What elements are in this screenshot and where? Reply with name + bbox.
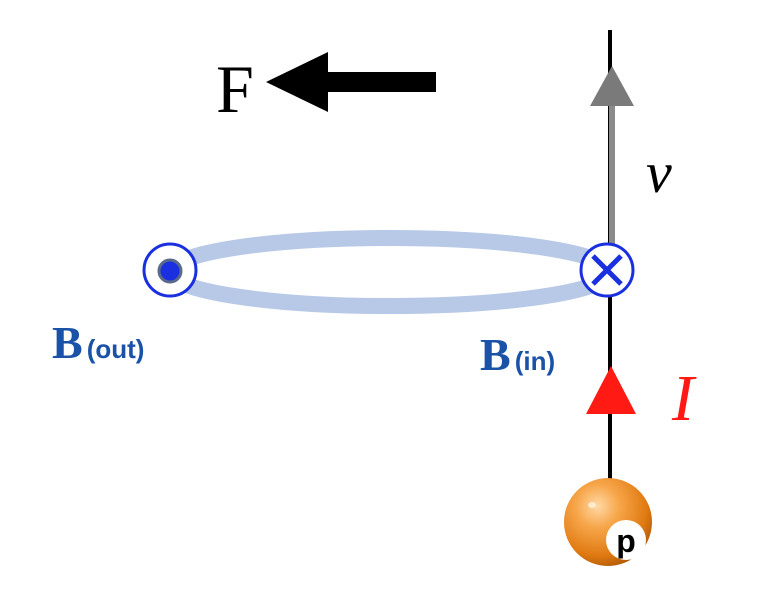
b-in-cross-in-circle-icon [579,242,635,298]
proton-sphere-icon [564,478,652,566]
b-out-dot-in-circle-icon [142,242,198,298]
b-in-label: B (in) [480,329,555,380]
force-arrow-icon [266,52,436,112]
velocity-label: v [646,140,672,205]
field-loop [162,230,618,314]
b-in-suffix: (in) [515,346,555,376]
b-out-suffix: (out) [87,334,145,364]
current-arrow-icon [586,366,636,414]
b-in-symbol: B [480,329,511,380]
b-out-label: B (out) [52,317,144,368]
force-label: F [216,51,254,127]
velocity-arrow-icon [590,66,634,262]
b-out-symbol: B [52,317,83,368]
proton-label: p [616,523,636,559]
current-label: I [671,362,697,435]
